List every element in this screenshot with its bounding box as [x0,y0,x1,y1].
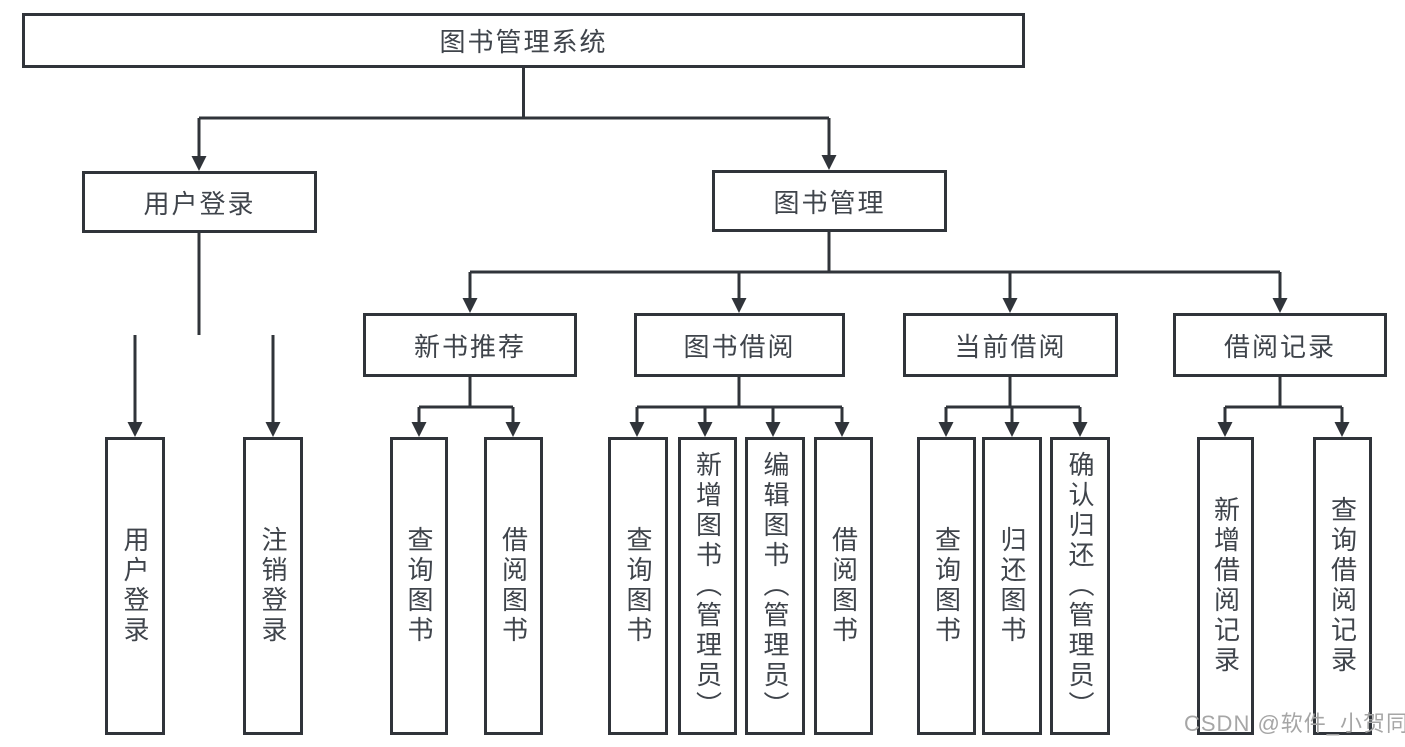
node-leaf-records-query: 查询借阅记录 [1313,437,1372,735]
node-new-book-recommend: 新书推荐 [363,313,577,377]
node-label: 新增图书（管理员） [692,451,723,721]
node-label: 借阅图书 [498,526,529,646]
node-leaf-borrow-add-admin: 新增图书（管理员） [678,437,737,735]
node-label: 用户登录 [120,526,150,646]
node-label: 查询图书 [931,526,962,646]
node-label: 编辑图书（管理员） [760,451,790,721]
node-label: 图书管理系统 [439,27,608,57]
node-label: 查询图书 [623,526,653,646]
node-label: 用户登录 [143,188,256,219]
node-leaf-borrow-edit-admin: 编辑图书（管理员） [745,437,805,735]
node-book-borrowing: 图书借阅 [634,313,845,377]
node-leaf-records-add: 新增借阅记录 [1197,437,1254,735]
node-leaf-newbook-borrow: 借阅图书 [484,437,543,735]
node-leaf-borrow-query: 查询图书 [608,437,668,735]
node-leaf-newbook-query: 查询图书 [390,437,448,735]
node-current-borrowing: 当前借阅 [903,313,1118,377]
node-label: 查询借阅记录 [1327,496,1358,676]
node-label: 新增借阅记录 [1210,496,1241,676]
node-leaf-logout: 注销登录 [243,437,303,735]
node-label: 借阅图书 [828,526,859,646]
node-label: 归还图书 [997,526,1027,646]
node-leaf-current-return: 归还图书 [982,437,1042,735]
node-root: 图书管理系统 [22,13,1025,68]
node-user-login-branch: 用户登录 [82,171,317,233]
node-label: 图书借阅 [683,331,796,362]
node-label: 图书管理 [773,187,886,218]
node-borrowing-records: 借阅记录 [1173,313,1387,377]
node-book-management-branch: 图书管理 [712,170,947,232]
csdn-watermark: CSDN @软件_小贺同学 [1184,711,1405,736]
node-label: 确认归还（管理员） [1065,451,1095,721]
node-label: 注销登录 [258,526,288,646]
node-leaf-current-query: 查询图书 [917,437,976,735]
node-leaf-current-confirm-admin: 确认归还（管理员） [1050,437,1110,735]
node-leaf-borrow-borrow: 借阅图书 [814,437,873,735]
node-label: 借阅记录 [1223,331,1336,362]
node-leaf-user-login: 用户登录 [105,437,165,735]
node-label: 查询图书 [404,526,434,646]
node-label: 当前借阅 [954,331,1067,362]
node-label: 新书推荐 [413,331,526,362]
